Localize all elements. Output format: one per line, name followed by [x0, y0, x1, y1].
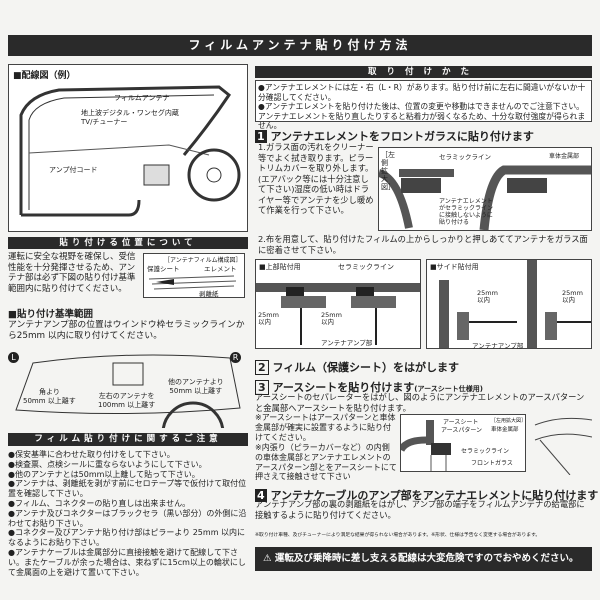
- caution-item: ●アンテナは、剥離紙を剥がす前にセロテープ等で仮付けて取付位置を確認して下さい。: [8, 479, 247, 499]
- page-title: フィルムアンテナ貼り付け方法: [8, 35, 592, 56]
- step4-text: アンテナアンプ部の裏の剥離紙をはがし、アンプ部の端子をフィルムアンテナの給電部に…: [255, 499, 585, 520]
- warning-icon: ⚠: [263, 553, 272, 564]
- step3-subtitle: (アースシート仕様用): [414, 385, 483, 393]
- top-mount-title: ■上部貼付用: [259, 263, 301, 271]
- distance-label: 25mm 以内: [321, 311, 342, 326]
- film-antenna-label: フィルムアンテナ: [114, 94, 170, 102]
- earth-sheet-label: アースシート: [443, 419, 479, 426]
- caution-item: ●アンテナ及びコネクターはブラックセラ（黒い部分）の外側に沿わせてお貼り下さい。: [8, 508, 247, 528]
- step1-title: アンテナエレメントをフロントガラスに貼り付けます: [270, 130, 534, 143]
- diagram-side-label: ［左側拡大図］: [381, 151, 395, 191]
- step1-text2: 2.布を用意して、貼り付けたフィルムの上からしっかりと押しあててアンテナをガラス…: [258, 234, 588, 255]
- footnote: ※取り付け車種、及びチューナーにより満足な結果が得られない場合があります。※形状…: [255, 533, 541, 538]
- element-note: アンテナエレメントがセラミックラインに接触しないように貼り付ける: [439, 198, 494, 226]
- caution-item: ●他のアンテナとは50mm以上離して貼って下さい。: [8, 469, 200, 479]
- distance-label: 25mm 以内: [258, 311, 279, 326]
- body-metal-label: 車体金属部: [549, 153, 580, 160]
- step4-number: 4: [255, 489, 267, 502]
- step3-text: アースシートのセパレーターをはがし、図のようにアンテナエレメントのアースパターン…: [255, 392, 585, 413]
- earth-sheet-diagram: アースシート ［左用拡大図］ アースパターン 車体金属部 セラミックライン フロ…: [400, 414, 526, 472]
- car-interior-illustration: [19, 85, 241, 217]
- install-notes: ●アンテナエレメントには左・右（L・R）があります。貼り付け前に左右に間違いがな…: [255, 80, 592, 130]
- pillar-illustration: [534, 417, 592, 475]
- amp-label: アンテナアンプ部: [472, 342, 524, 350]
- range-text: アンテナアンプ部の位置はウインドウ枠セラミックラインから25mm 以内に取り付け…: [8, 320, 245, 341]
- step1-text1: 1.ガラス面の汚れをクリーナー等でよく拭き取ります。ピラートリムカバーを取り外し…: [258, 142, 374, 215]
- step3-heading: 3 アースシートを貼り付けます(アースシート仕様用): [255, 379, 483, 395]
- position-text: 運転に安全な視野を確保し、受信性能を十分発揮させるため、アンテナ部は必ず下図の貼…: [8, 252, 136, 294]
- step2-title: フィルム（保護シート）をはがします: [272, 361, 460, 374]
- left-zoom-label: ［左用拡大図］: [491, 418, 527, 424]
- step3-title: アースシートを貼り付けます: [272, 381, 415, 394]
- caution-item: ●フィルム、コネクターの貼り直しは出来ません。: [8, 498, 191, 508]
- install-note: ●アンテナエレメントには左・右（L・R）があります。貼り付け前に左右に間違いがな…: [258, 83, 586, 102]
- step1-heading: 1 アンテナエレメントをフロントガラスに貼り付けます: [255, 128, 534, 144]
- install-header: 取り付けかた: [255, 66, 592, 78]
- step1-number: 1: [255, 130, 267, 143]
- left-zoom-diagram: ［左側拡大図］ セラミックライン 車体金属部 アンテナエレメントがセラミックライ…: [378, 147, 592, 231]
- lr-distance-label: 左右のアンテナを 100mm 以上離す: [98, 392, 156, 409]
- cautions-header: フィルム貼り付けに関するご注意: [8, 433, 248, 446]
- caution-item: ●コネクター及びアンテナ貼り付け部はピラーより 25mm 以内になるようにお貼り…: [8, 528, 246, 548]
- amp-label: アンテナアンプ部: [321, 339, 373, 347]
- warning-text: 運転及び乗降時に差し支える配線は大変危険ですのでおやめください。: [274, 553, 579, 564]
- tuner-label: 地上波デジタル・ワンセグ内蔵 TV/チューナー: [81, 109, 179, 126]
- earth-pattern-label: アースパターン: [441, 427, 483, 434]
- cautions-list: ●保安基準に合わせた取り付けをして下さい。 ●検査票、点検シールに重ならないよう…: [8, 450, 250, 577]
- film-structure-title: ［アンテナフィルム構成図］: [164, 257, 242, 264]
- caution-item: ●アンテナケーブルは金属部分に直接接触を避けて配線して下さい。またケーブルが余っ…: [8, 547, 246, 577]
- wiring-diagram: ■配線図（例） フィルムアンテナ 地上波デジタル・ワンセグ内蔵 TV/チューナー…: [8, 64, 248, 232]
- body-metal-label: 車体金属部: [491, 427, 519, 433]
- corner-distance-label: 角より 50mm 以上離す: [23, 388, 76, 405]
- release-paper-label: 剥離紙: [199, 290, 219, 298]
- protect-sheet-label: 保護シート: [147, 265, 180, 273]
- windshield-range-diagram: L R 角より 50mm 以上離す 左右のアンテナを 100mm 以上離す 他の…: [8, 348, 250, 428]
- ceramic-line-label: セラミックライン: [461, 448, 510, 455]
- amp-cord-label: アンプ付コード: [49, 166, 98, 174]
- ceramic-line-label: セラミックライン: [439, 153, 491, 161]
- other-antenna-label: 他のアンテナより 50mm 以上離す: [168, 378, 224, 395]
- side-mount-diagram: ■サイド貼付用 25mm 以内 25mm 以内 アンテナアンプ部: [426, 259, 592, 350]
- step3-note2: ※内張り（ピラーカバーなど）の内側の車体金属部とアンテナエレメントのアースパター…: [255, 443, 397, 482]
- step2-number: 2: [255, 360, 269, 375]
- step3-number: 3: [255, 380, 269, 395]
- step4-heading: 4 アンテナケーブルのアンプ部をアンテナエレメントに貼り付けます: [255, 487, 598, 503]
- distance-label: 25mm 以内: [562, 289, 583, 304]
- step3-note1: ※アースシートはアースパターンと車体金属部が確実に設置するように貼り付けてくださ…: [255, 413, 396, 442]
- warning-bar: ⚠ 運転及び乗降時に差し支える配線は大変危険ですのでおやめください。: [255, 547, 592, 571]
- element-label: エレメント: [204, 265, 237, 273]
- distance-label: 25mm 以内: [477, 289, 498, 304]
- step2-heading: 2 フィルム（保護シート）をはがします: [255, 359, 459, 375]
- top-mount-diagram: ■上部貼付用 セラミックライン 25mm 以内 25mm 以内 アンテナアンプ部: [255, 259, 421, 349]
- right-marker: R: [230, 352, 241, 363]
- caution-item: ●保安基準に合わせた取り付けをして下さい。: [8, 450, 175, 459]
- film-structure-diagram: ［アンテナフィルム構成図］ 保護シート エレメント 剥離紙: [143, 253, 245, 298]
- side-mount-title: ■サイド貼付用: [430, 263, 479, 271]
- position-header: 貼り付ける位置について: [8, 237, 248, 249]
- left-marker: L: [8, 352, 19, 363]
- install-note: ●アンテナエレメントを貼り付けた後は、位置の変更や移動はできませんのでご注意下さ…: [258, 102, 586, 130]
- caution-item: ●検査票、点検シールに重ならないようにして下さい。: [8, 459, 207, 469]
- range-heading: ■貼り付け基準範囲: [8, 309, 93, 320]
- step4-title: アンテナケーブルのアンプ部をアンテナエレメントに貼り付けます: [270, 489, 599, 502]
- front-glass-label: フロントガラス: [471, 460, 513, 467]
- wiring-heading: ■配線図（例）: [13, 71, 76, 81]
- ceramic-line-label: セラミックライン: [338, 263, 394, 271]
